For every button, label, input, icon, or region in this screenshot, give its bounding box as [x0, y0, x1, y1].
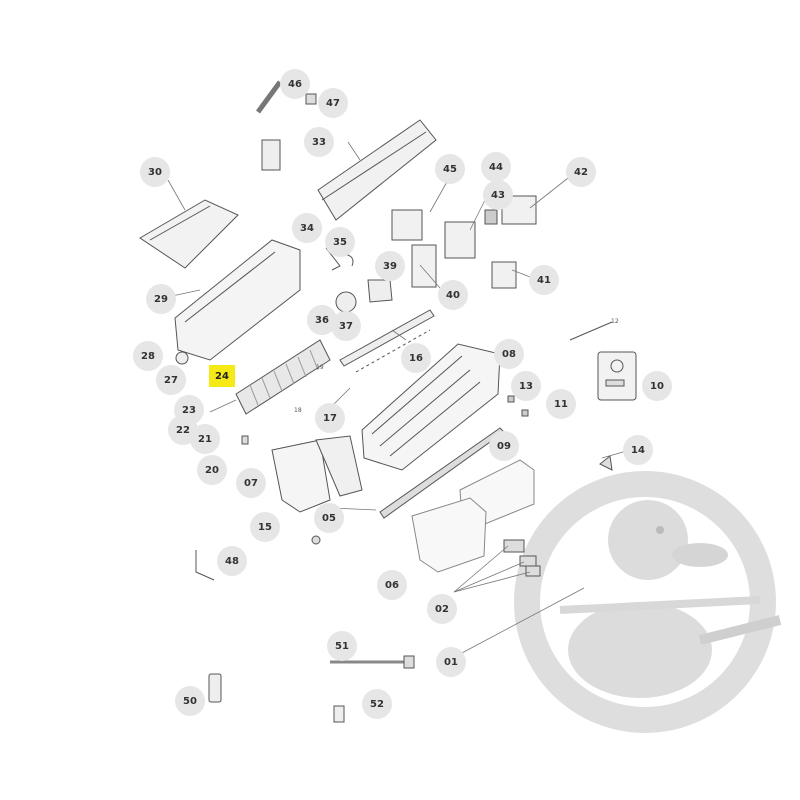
part-label: 35 [325, 227, 355, 257]
part-label: 50 [175, 686, 205, 716]
part-label: 01 [436, 647, 466, 677]
part-label: 47 [318, 88, 348, 118]
part-label: 05 [314, 503, 344, 533]
part-label: 11 [546, 389, 576, 419]
part-label: 36 [307, 305, 337, 335]
part-label: 48 [217, 546, 247, 576]
part-label: 06 [377, 570, 407, 600]
part-label: 14 [623, 435, 653, 465]
part-label: 40 [438, 280, 468, 310]
part-label: 21 [190, 424, 220, 454]
part-label-small: 12 [611, 318, 619, 325]
part-label: 07 [236, 468, 266, 498]
part-label: 15 [250, 512, 280, 542]
part-label: 43 [483, 180, 513, 210]
watermark-logo [514, 471, 782, 733]
part-label: 10 [642, 371, 672, 401]
part-label: 20 [197, 455, 227, 485]
part-label: 13 [511, 371, 541, 401]
part-label: 09 [489, 431, 519, 461]
part-label: 45 [435, 154, 465, 184]
part-label: 46 [280, 69, 310, 99]
part-label: 51 [327, 631, 357, 661]
part-label-highlighted: 24 [209, 365, 235, 387]
part-label: 41 [529, 265, 559, 295]
part-label: 27 [156, 365, 186, 395]
part-label: 02 [427, 594, 457, 624]
part-label: 33 [304, 127, 334, 157]
part-label: 16 [401, 343, 431, 373]
part-label: 08 [494, 339, 524, 369]
part-label: 17 [315, 403, 345, 433]
part-label: 44 [481, 152, 511, 182]
part-label: 52 [362, 689, 392, 719]
part-label: 34 [292, 213, 322, 243]
part-label: 30 [140, 157, 170, 187]
part-label: 42 [566, 157, 596, 187]
part-label: 29 [146, 284, 176, 314]
part-label-small: 18 [294, 407, 302, 414]
part-label: 28 [133, 341, 163, 371]
part-label: 39 [375, 251, 405, 281]
part-label-small: 19 [316, 364, 324, 371]
